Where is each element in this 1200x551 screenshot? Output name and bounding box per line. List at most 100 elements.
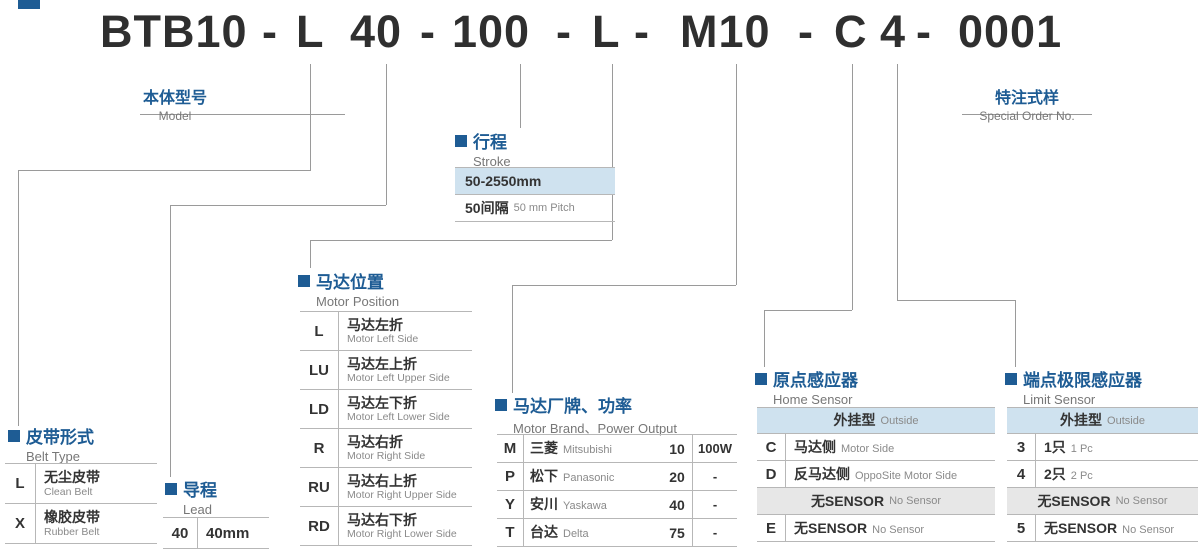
motor-brand-heading: 马达厂牌、功率 Motor Brand、Power Output — [495, 392, 677, 437]
lead-title-en: Lead — [183, 502, 212, 517]
model-code-segment: BTB10 — [100, 6, 248, 57]
connector-line — [512, 285, 736, 286]
option-code: P — [497, 463, 524, 490]
connector-line — [897, 300, 1015, 301]
option-label-en: Motor Right Lower Side — [347, 528, 457, 541]
no-sensor-zh: 无SENSOR — [810, 492, 885, 509]
option-label-en: Clean Belt — [44, 485, 93, 498]
home-sensor-heading: 原点感应器 Home Sensor — [755, 366, 858, 407]
no-sensor-en: No Sensor — [1115, 495, 1168, 507]
model-code-segment: C — [834, 6, 868, 57]
option-label-zh: 橡胶皮带 — [44, 509, 100, 526]
connector-line — [170, 205, 386, 206]
brand-en: Panasonic — [563, 472, 615, 485]
option-code: LU — [300, 351, 339, 389]
brand-en: Delta — [563, 528, 589, 541]
sensor-type-zh: 外挂型 — [833, 412, 876, 429]
model-code-segment: 100 — [452, 6, 531, 57]
motor-position-title-zh: 马达位置 — [316, 273, 384, 292]
motor-position-title-en: Motor Position — [316, 294, 400, 309]
power-code: 20 — [662, 463, 693, 490]
belt-type-heading: 皮带形式 Belt Type — [8, 423, 94, 464]
home-sensor-title-en: Home Sensor — [773, 392, 853, 407]
model-code-segment: M10 — [680, 6, 771, 57]
option-label-zh: 无SENSOR — [794, 519, 868, 536]
power-value: 100W — [698, 441, 732, 456]
brand-en: Mitsubishi — [563, 444, 612, 457]
section-bullet-icon — [298, 274, 310, 287]
option-label-zh: 1只 — [1044, 438, 1066, 455]
model-code-separator: - — [634, 6, 650, 57]
option-code: C — [757, 434, 786, 460]
power-value: - — [712, 497, 718, 512]
lead-title-zh: 导程 — [183, 481, 217, 500]
special-order-label: 特注式样 Special Order No. — [952, 84, 1102, 123]
home-sensor-header-row: 外挂型 Outside — [757, 408, 995, 434]
option-code: LD — [300, 390, 339, 428]
model-code-separator: - — [798, 6, 814, 57]
no-sensor-zh: 无SENSOR — [1037, 492, 1111, 509]
limit-sensor-row: 5 无SENSOR No Sensor — [1007, 515, 1198, 542]
option-code: 5 — [1007, 515, 1036, 541]
home-sensor-row: C 马达侧 Motor Side — [757, 434, 995, 461]
option-code: T — [497, 519, 524, 546]
connector-line — [520, 64, 521, 128]
option-code: L — [5, 464, 36, 503]
option-label-zh: 无尘皮带 — [44, 469, 100, 486]
limit-sensor-no-sensor-row: 无SENSOR No Sensor — [1007, 488, 1198, 515]
brand-zh: 松下 — [530, 468, 558, 485]
section-bullet-icon — [755, 372, 767, 385]
connector-line — [1015, 300, 1016, 367]
option-label-en: No Sensor — [872, 523, 925, 536]
option-code: D — [757, 461, 786, 487]
option-label-zh: 马达左上折 — [347, 355, 417, 372]
lead-table: 40 40mm — [163, 517, 269, 549]
no-sensor-en: No Sensor — [889, 495, 942, 507]
option-label-en: Motor Left Upper Side — [347, 372, 450, 385]
connector-line — [140, 114, 345, 115]
model-label-zh: 本体型号 — [142, 90, 207, 107]
option-code: 3 — [1007, 434, 1036, 460]
power-code: 40 — [662, 491, 693, 518]
connector-line — [897, 64, 898, 300]
lead-row: 40 40mm — [163, 518, 269, 549]
power-code: 10 — [662, 435, 693, 462]
model-code-segment: 4 — [880, 6, 907, 57]
option-code: Y — [497, 491, 524, 518]
model-code-separator: - — [556, 6, 572, 57]
option-label-zh: 马达侧 — [794, 438, 836, 455]
option-label-zh: 无SENSOR — [1044, 519, 1118, 536]
option-code: RD — [300, 507, 339, 545]
connector-line — [386, 64, 387, 205]
option-label-en: Motor Side — [841, 442, 895, 455]
limit-sensor-heading: 端点极限感应器 Limit Sensor — [1005, 366, 1142, 407]
section-bullet-icon — [165, 482, 177, 495]
option-label-en: No Sensor — [1122, 523, 1175, 536]
limit-sensor-header-row: 外挂型 Outside — [1007, 408, 1198, 434]
stroke-range-value: 50-2550mm — [465, 173, 542, 189]
motor-brand-title-en: Motor Brand、Power Output — [513, 421, 678, 436]
brand-zh: 台达 — [530, 524, 558, 541]
connector-line — [18, 170, 311, 171]
option-label-en: Motor Left Lower Side — [347, 411, 450, 424]
connector-line — [310, 240, 311, 268]
option-label-en: Motor Right Side — [347, 450, 426, 463]
connector-line — [310, 240, 612, 241]
option-label-zh: 反马达侧 — [794, 465, 850, 482]
brand-zh: 安川 — [530, 496, 558, 513]
power-code: 75 — [662, 519, 693, 546]
motor-position-heading: 马达位置 Motor Position — [298, 268, 399, 309]
